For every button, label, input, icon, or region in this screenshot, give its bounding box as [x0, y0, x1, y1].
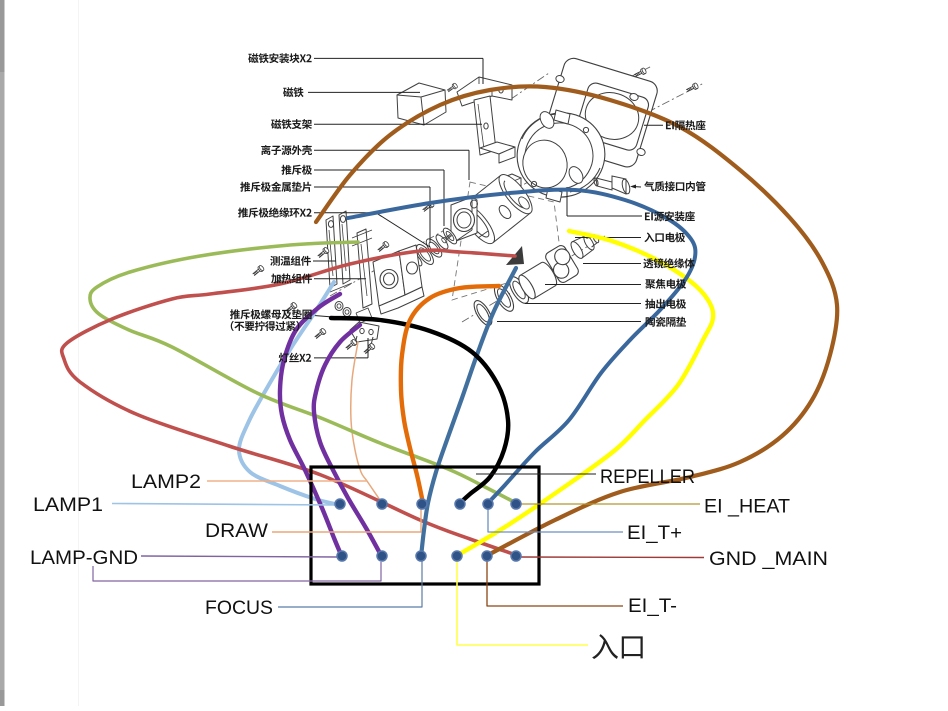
svg-text:DRAW: DRAW [205, 520, 269, 542]
svg-text:GND _MAIN: GND _MAIN [709, 548, 828, 570]
svg-text:EI_T-: EI_T- [628, 595, 677, 617]
svg-text:LAMP-GND: LAMP-GND [30, 547, 138, 569]
svg-text:FOCUS: FOCUS [205, 597, 273, 619]
svg-text:LAMP1: LAMP1 [33, 494, 103, 516]
svg-text:REPELLER: REPELLER [600, 466, 695, 488]
svg-text:LAMP2: LAMP2 [131, 471, 201, 493]
svg-text:EI _HEAT: EI _HEAT [704, 496, 790, 518]
svg-text:EI_T+: EI_T+ [627, 522, 682, 544]
